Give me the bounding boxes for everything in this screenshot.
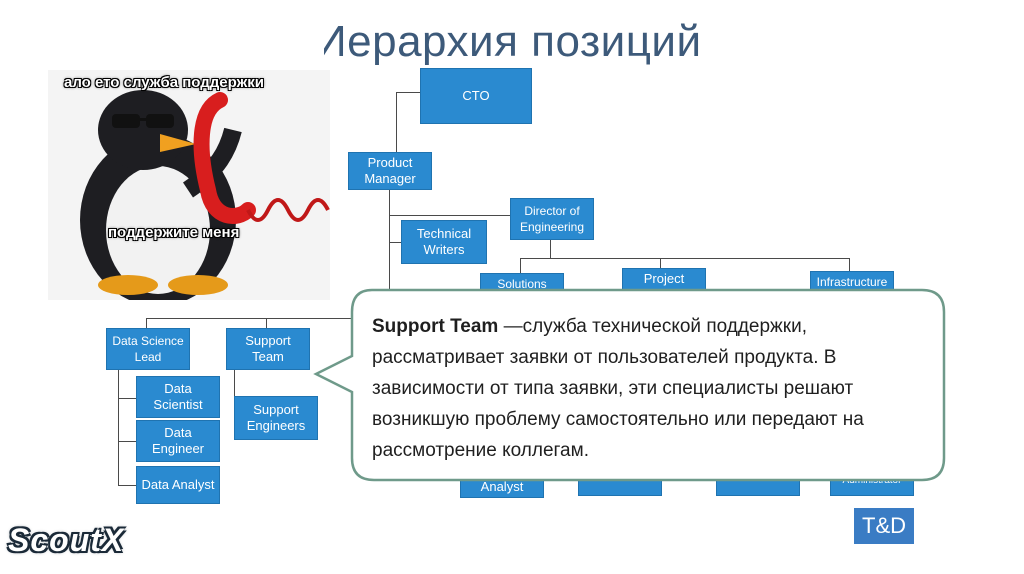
connector-cto-left <box>396 92 420 93</box>
org-box-infrastructure-label: Infrastructure <box>816 275 888 289</box>
scoutx-logo: ScoutX <box>8 522 125 558</box>
callout-definition: —служба технической поддержки, рассматри… <box>372 316 864 461</box>
penguin-illustration <box>80 90 330 300</box>
connector-doe-bus <box>520 258 850 259</box>
connector-doe-down <box>550 240 551 258</box>
penguin-meme-image: ало ето служба поддержки поддержите меня <box>48 70 330 300</box>
connector-bus-solutions <box>520 258 521 274</box>
org-box-solutions-label: Solutions <box>497 277 547 291</box>
callout-bubble <box>313 288 946 482</box>
connector-bus-project <box>660 258 661 270</box>
org-box-data-engineer: Data Engineer <box>136 420 220 462</box>
td-logo: T&D <box>854 508 914 544</box>
org-box-data-science-lead: Data Science Lead <box>106 328 190 370</box>
connector-dsl-down <box>118 370 119 486</box>
connector-pm-down <box>389 190 390 330</box>
org-box-project-label: Project <box>643 271 685 286</box>
org-box-director-of-engineering: Director of Engineering <box>510 198 594 240</box>
title-crop-mask <box>300 14 324 70</box>
connector-pm-doe <box>389 215 511 216</box>
connector-pm-tw <box>389 242 401 243</box>
connector-bus-support <box>266 318 267 328</box>
org-box-support-engineers: Support Engineers <box>234 396 318 440</box>
connector-dsl-da <box>118 485 136 486</box>
org-box-product-manager: Product Manager <box>348 152 432 190</box>
meme-caption-bottom: поддержите меня <box>108 224 240 241</box>
slide-title: Иерархия позиций <box>315 17 702 66</box>
connector-left-bus <box>146 318 390 319</box>
connector-dsl-ds <box>118 398 136 399</box>
connector-bus-infra <box>849 258 850 272</box>
org-box-support-team: Support Team <box>226 328 310 370</box>
callout-term: Support Team <box>372 316 499 337</box>
callout-text: Support Team —служба технической поддерж… <box>372 311 942 466</box>
org-box-technical-writers: Technical Writers <box>401 220 487 264</box>
connector-support-down <box>234 370 235 418</box>
connector-dsl-de <box>118 441 136 442</box>
connector-cto-down <box>396 92 397 154</box>
org-box-data-scientist: Data Scientist <box>136 376 220 418</box>
org-box-data-analyst: Data Analyst <box>136 466 220 504</box>
connector-bus-dsl <box>146 318 147 328</box>
org-box-analyst-label: Analyst <box>480 479 524 494</box>
org-box-cto: CTO <box>420 68 532 124</box>
meme-caption-top: ало ето служба поддержки <box>64 74 264 91</box>
